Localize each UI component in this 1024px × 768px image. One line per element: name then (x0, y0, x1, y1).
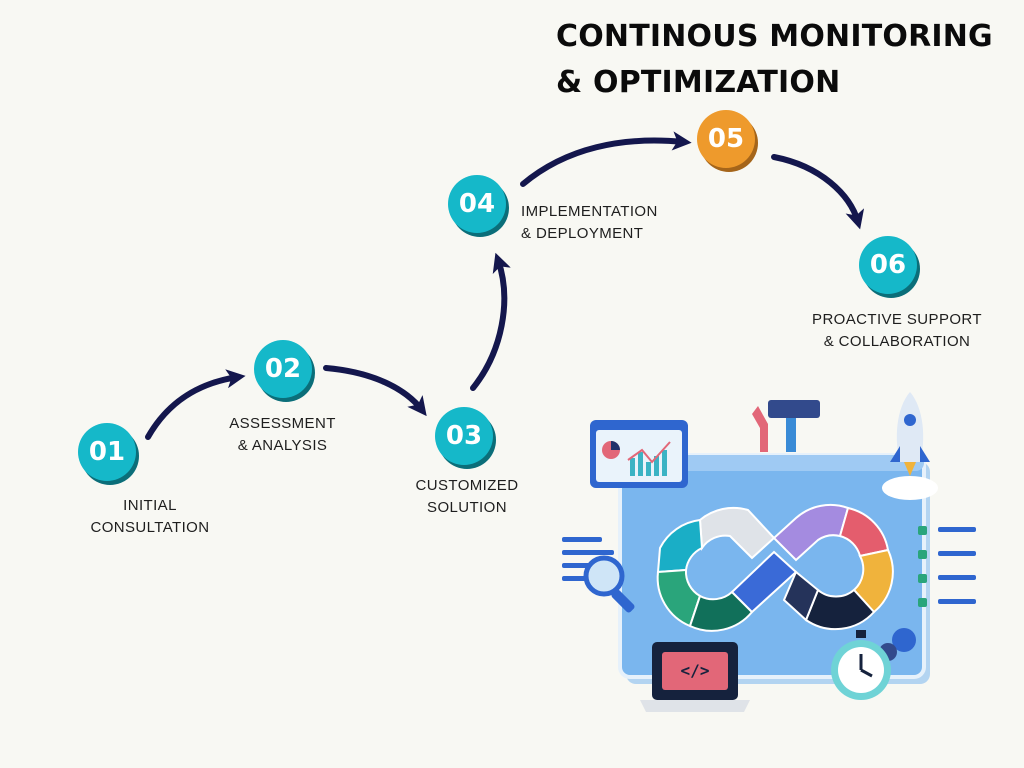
arrow-04-05 (520, 131, 692, 187)
arrow-05-06 (771, 154, 865, 230)
step-03-badge: 03 (435, 407, 493, 465)
infinity-loop-icon (656, 503, 894, 632)
step-04-label: IMPLEMENTATION & DEPLOYMENT (521, 201, 696, 245)
step-03-label-line-1: CUSTOMIZED (415, 477, 519, 494)
step-02-label-line-2: & ANALYSIS (237, 437, 328, 454)
rocket-icon (882, 392, 938, 500)
laptop-code-icon: </> (640, 642, 750, 712)
code-glyph: </> (681, 661, 710, 680)
step-02-label-line-1: ASSESSMENT (229, 415, 336, 432)
step-04-badge: 04 (448, 175, 506, 233)
step-05-badge: 05 (697, 110, 755, 168)
step-01-label-line-1: INITIAL (123, 497, 177, 514)
title-line-2: & OPTIMIZATION (556, 65, 841, 100)
step-02-badge: 02 (254, 340, 312, 398)
title-line-1: CONTINOUS MONITORING (556, 19, 993, 54)
arrow-03-04 (470, 252, 511, 391)
step-06-label-line-1: PROACTIVE SUPPORT (812, 311, 982, 328)
step-01-label-line-2: CONSULTATION (90, 519, 210, 536)
search-icon (562, 537, 635, 613)
tools-icon (752, 400, 820, 452)
arrow-01-02 (145, 369, 246, 440)
step-01-label: INITIAL CONSULTATION (60, 495, 240, 539)
step-06-label-line-2: & COLLABORATION (823, 333, 971, 350)
step-04-label-line-2: & DEPLOYMENT (521, 225, 644, 242)
step-05-title: CONTINOUS MONITORING & OPTIMIZATION (556, 14, 1016, 106)
checklist-icon (918, 526, 976, 607)
step-03-label-line-2: SOLUTION (427, 499, 507, 516)
step-01-badge: 01 (78, 423, 136, 481)
analytics-dashboard-icon (590, 420, 688, 488)
step-06-badge: 06 (859, 236, 917, 294)
step-06-label: PROACTIVE SUPPORT & COLLABORATION (792, 309, 1002, 353)
step-02-label: ASSESSMENT & ANALYSIS (200, 413, 365, 457)
arrow-02-03 (323, 365, 427, 417)
step-04-label-line-1: IMPLEMENTATION (521, 203, 658, 220)
stopwatch-icon (831, 628, 916, 700)
step-03-label: CUSTOMIZED SOLUTION (392, 475, 542, 519)
